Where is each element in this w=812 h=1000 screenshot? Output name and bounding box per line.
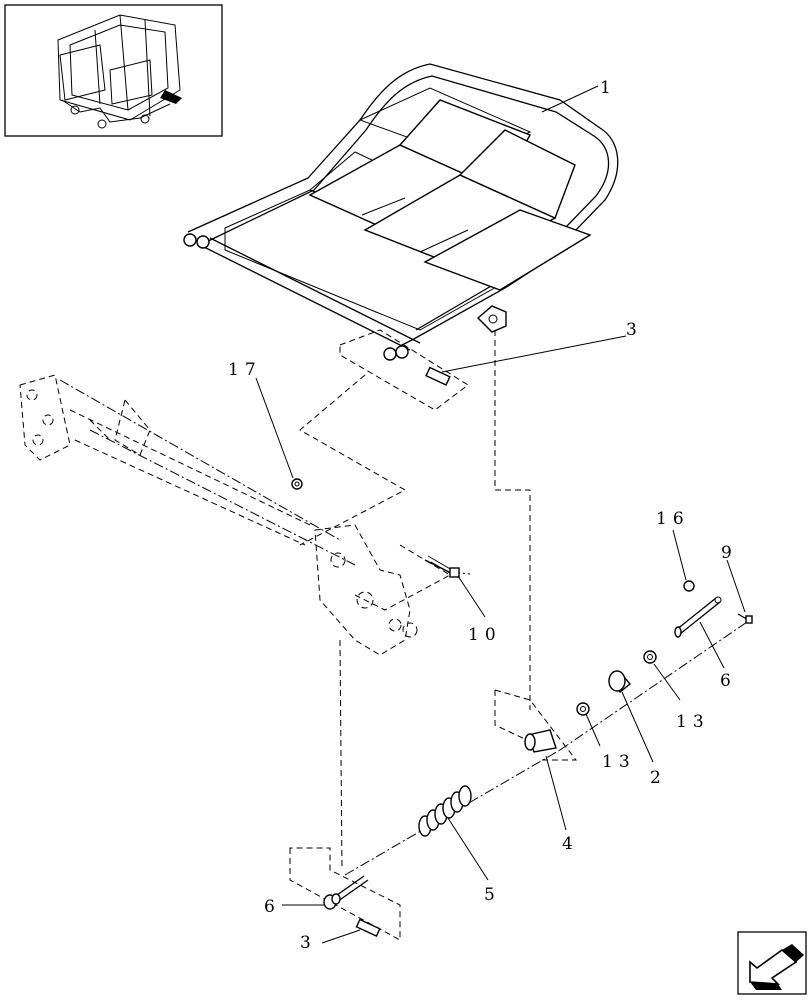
callout-3-lower: 3 bbox=[300, 933, 317, 953]
part-17-nut bbox=[291, 478, 303, 490]
thumbnail-machine-image bbox=[57, 14, 182, 129]
callout-6-right: 6 bbox=[720, 671, 737, 691]
callout-17: 17 bbox=[228, 360, 262, 380]
part-10-bolt bbox=[424, 555, 460, 578]
part-2-bushing bbox=[608, 670, 631, 693]
callout-13-upper: 13 bbox=[676, 712, 710, 732]
part-4-sleeve bbox=[524, 729, 557, 753]
callout-16: 16 bbox=[656, 509, 690, 529]
part-13-washer-lower bbox=[576, 702, 590, 716]
callout-13-lower: 13 bbox=[602, 752, 636, 772]
part-1-frame bbox=[183, 63, 619, 361]
part-6-pin-right bbox=[674, 596, 722, 638]
callout-3-upper: 3 bbox=[626, 320, 643, 340]
callout-2: 2 bbox=[650, 768, 667, 788]
inset-thumbnail[interactable] bbox=[4, 4, 223, 137]
callout-5: 5 bbox=[484, 885, 501, 905]
left-shaft-assembly bbox=[19, 374, 418, 656]
guide-lines bbox=[59, 329, 751, 941]
part-9-bolt bbox=[737, 613, 753, 624]
part-3-pin-upper bbox=[425, 366, 451, 386]
arrow-icon bbox=[749, 944, 804, 990]
callout-1: 1 bbox=[600, 78, 617, 98]
callout-4: 4 bbox=[562, 834, 579, 854]
callout-10: 10 bbox=[468, 625, 502, 645]
part-13-washer-upper bbox=[643, 650, 657, 664]
part-6-rod-lower bbox=[323, 875, 369, 910]
part-16-nut bbox=[683, 580, 695, 592]
leader-lines bbox=[255, 85, 746, 944]
part-3-pin-lower bbox=[355, 918, 381, 938]
part-5-spring bbox=[418, 785, 472, 837]
callout-6-lower: 6 bbox=[264, 897, 281, 917]
callout-9: 9 bbox=[721, 543, 738, 563]
nav-arrow-button[interactable] bbox=[737, 931, 807, 995]
